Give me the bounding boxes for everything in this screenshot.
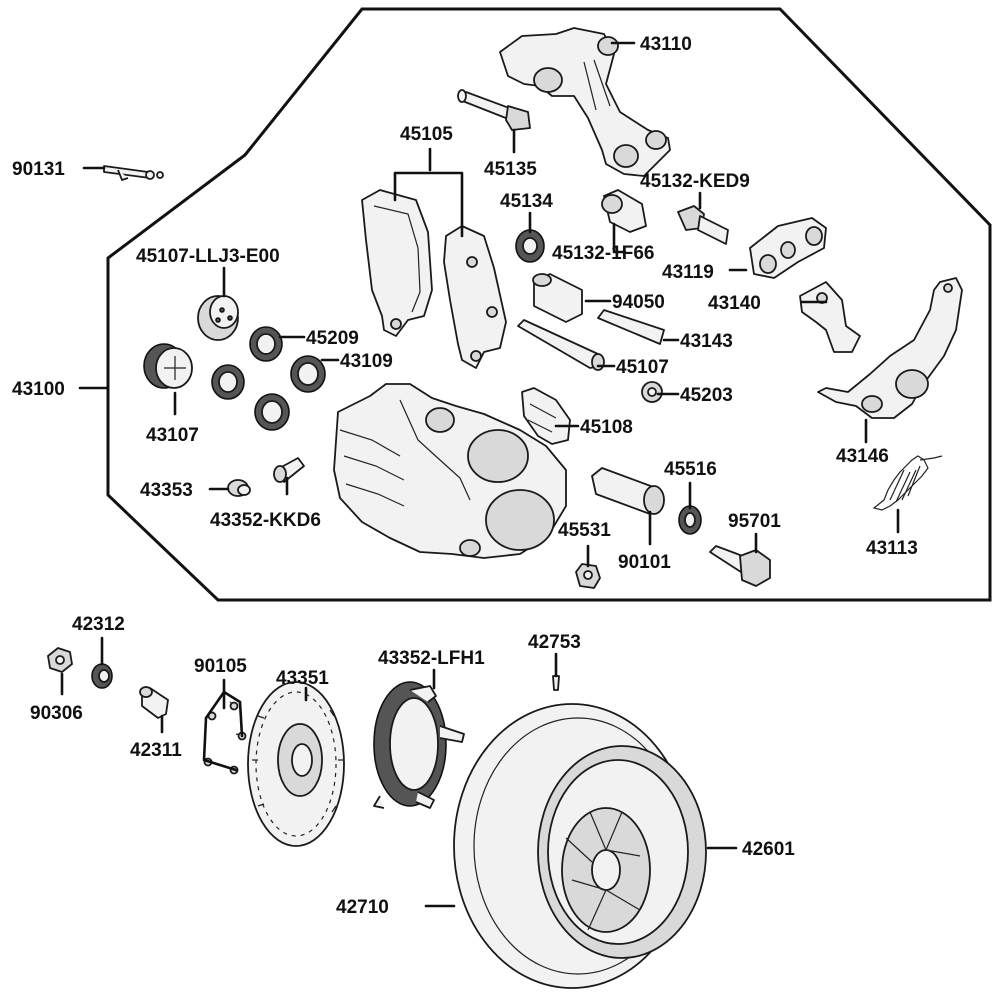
label-45107-LLJ3-E00: 45107-LLJ3-E00: [136, 246, 280, 267]
label-45134: 45134: [500, 191, 553, 212]
label-45132-KED9: 45132-KED9: [640, 171, 750, 192]
part-45135-pin: [457, 89, 531, 131]
label-42312: 42312: [72, 614, 125, 635]
label-94050: 94050: [612, 292, 665, 313]
label-43119: 43119: [662, 262, 714, 283]
part-43113-spring: [872, 455, 943, 511]
label-42753: 42753: [528, 632, 581, 653]
label-43353: 43353: [140, 480, 193, 501]
label-42710: 42710: [336, 897, 389, 918]
label-43352-KKD6: 43352-KKD6: [210, 510, 321, 531]
label-45209: 45209: [306, 328, 359, 349]
part-43143-pin: [597, 309, 665, 345]
label-43107: 43107: [146, 425, 199, 446]
part-43353-cap: [227, 479, 251, 497]
label-43110: 43110: [640, 34, 692, 55]
part-45516-washer: [678, 505, 702, 535]
part-labels: 43110 45105 45135 90131 45134 45132-KED9…: [12, 34, 918, 918]
label-45203: 45203: [680, 385, 733, 406]
label-90105: 90105: [194, 656, 247, 677]
label-43351: 43351: [276, 668, 329, 689]
part-43107-cap: [143, 343, 193, 389]
part-90306-nut: [47, 647, 73, 673]
part-45134-seal: [515, 229, 545, 263]
part-43140-lever: [799, 281, 861, 353]
leader-lines: [60, 41, 900, 908]
part-45203-nut: [641, 381, 663, 403]
part-90101-bolt: [591, 467, 665, 515]
part-45531-nut: [575, 563, 601, 589]
label-42601: 42601: [742, 839, 795, 860]
label-42311: 42311: [130, 740, 182, 761]
part-45107-LLJ3-E00-plug: [197, 295, 239, 341]
part-43352-LFH1-sensor-ring: [373, 681, 465, 809]
label-43146: 43146: [836, 446, 889, 467]
part-45105-pads: [361, 189, 507, 369]
part-45132-1F66-bolt: [601, 189, 647, 233]
label-43113: 43113: [866, 538, 918, 559]
part-42312-collar: [91, 663, 113, 689]
label-45132-1F66: 45132-1F66: [552, 243, 654, 264]
label-45107: 45107: [616, 357, 669, 378]
part-45108-clip: [521, 387, 571, 445]
label-43143: 43143: [680, 331, 733, 352]
part-43109-rings: [254, 355, 326, 431]
label-95701: 95701: [728, 511, 781, 532]
part-45209-rings: [211, 326, 283, 400]
part-43119-gasket: [749, 217, 827, 279]
part-42601-wheel: [537, 745, 707, 959]
part-42753-valve: [552, 675, 560, 691]
label-45108: 45108: [580, 417, 633, 438]
part-94050-sleeve: [532, 273, 583, 323]
label-43352-LFH1: 43352-LFH1: [378, 648, 485, 669]
part-43352-KKD6-screw: [273, 457, 305, 483]
label-43100: 43100: [12, 379, 65, 400]
label-90101: 90101: [618, 552, 671, 573]
part-90131-pins: [103, 165, 164, 181]
part-43351-disc: [247, 681, 345, 847]
label-45135: 45135: [484, 159, 537, 180]
label-43140: 43140: [708, 293, 761, 314]
part-45132-KED9-bolt: [677, 205, 729, 245]
part-43110-bracket: [499, 27, 671, 177]
label-90306: 90306: [30, 703, 83, 724]
part-45107-pin: [517, 319, 605, 371]
label-43109: 43109: [340, 351, 393, 372]
label-45105: 45105: [400, 124, 453, 145]
part-43146-arm: [817, 277, 963, 419]
label-45516: 45516: [664, 459, 717, 480]
part-43100-caliper-body: [333, 383, 567, 559]
part-95701-bolt: [709, 545, 771, 587]
label-45531: 45531: [558, 520, 611, 541]
caliper-assembly-frame: [106, 7, 992, 602]
label-90131: 90131: [12, 159, 65, 180]
part-42311-spacer: [139, 686, 169, 719]
